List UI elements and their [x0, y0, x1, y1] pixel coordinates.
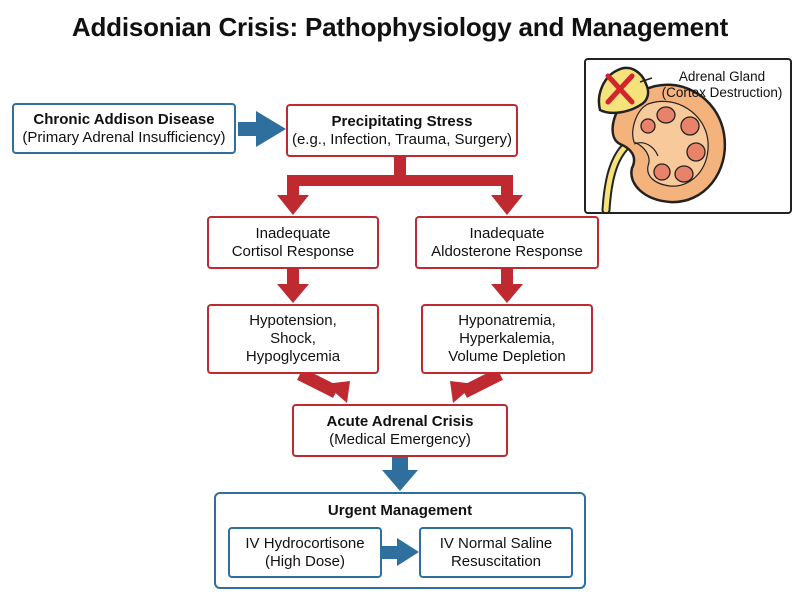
saline-line1: IV Normal Saline	[439, 534, 553, 552]
inset-adrenal-illustration: Adrenal Gland (Cortex Destruction)	[584, 58, 792, 214]
arrow-cortisol-effects-to-crisis	[297, 368, 350, 403]
arrow-stress-split	[277, 155, 523, 215]
aldosterone-effects-line1: Hyponatremia,	[458, 312, 556, 329]
hydrocortisone-line2: (High Dose)	[264, 552, 346, 570]
crisis-sub: (Medical Emergency)	[329, 430, 471, 448]
stress-sub: (e.g., Infection, Trauma, Surgery)	[291, 130, 513, 148]
cortisol-effects-line3: Hypoglycemia	[245, 348, 341, 365]
cortisol-line1: Inadequate	[255, 224, 331, 242]
box-aldosterone-effects: Hyponatremia, Hyperkalemia, Volume Deple…	[421, 304, 593, 374]
chronic-heading: Chronic Addison Disease	[33, 110, 215, 128]
cortisol-line2: Cortisol Response	[231, 242, 355, 260]
hydrocortisone-line1: IV Hydrocortisone	[245, 534, 365, 552]
kidney-icon	[611, 83, 727, 204]
box-precipitating-stress: Precipitating Stress (e.g., Infection, T…	[286, 104, 518, 157]
aldosterone-effects-line2: Hyperkalemia,	[459, 330, 555, 347]
cortisol-effects-line1: Hypotension,	[249, 312, 337, 329]
adrenal-label-line1: Adrenal Gland	[678, 69, 766, 84]
box-chronic-addison: Chronic Addison Disease (Primary Adrenal…	[12, 103, 236, 154]
aldosterone-line1: Inadequate	[469, 224, 545, 242]
chronic-sub: (Primary Adrenal Insufficiency)	[22, 128, 226, 146]
page-title: Addisonian Crisis: Pathophysiology and M…	[71, 12, 729, 42]
management-heading: Urgent Management	[327, 502, 473, 519]
adrenal-kidney-illustration	[597, 66, 727, 212]
stress-heading: Precipitating Stress	[331, 112, 473, 130]
box-iv-hydrocortisone: IV Hydrocortisone (High Dose)	[228, 527, 382, 578]
ureter-icon	[601, 141, 631, 212]
label-leader-line	[639, 77, 653, 83]
box-cortisol-response: Inadequate Cortisol Response	[207, 216, 379, 269]
box-urgent-management: Urgent Management	[214, 492, 586, 589]
cortisol-effects-line2: Shock,	[270, 330, 316, 347]
arrow-crisis-to-management	[382, 456, 418, 491]
arrow-cortisol-to-effects	[277, 268, 309, 303]
box-aldosterone-response: Inadequate Aldosterone Response	[415, 216, 599, 269]
arrow-aldosterone-effects-to-crisis	[450, 368, 503, 403]
aldosterone-effects-line3: Volume Depletion	[448, 348, 566, 365]
box-iv-saline: IV Normal Saline Resuscitation	[419, 527, 573, 578]
adrenal-label: Adrenal Gland (Cortex Destruction)	[652, 69, 792, 101]
arrow-hydrocortisone-to-saline	[381, 538, 419, 566]
box-acute-crisis: Acute Adrenal Crisis (Medical Emergency)	[292, 404, 508, 457]
aldosterone-line2: Aldosterone Response	[431, 242, 583, 260]
arrow-chronic-to-stress	[238, 111, 286, 147]
adrenal-label-line2: (Cortex Destruction)	[661, 85, 783, 100]
saline-line2: Resuscitation	[450, 552, 542, 570]
box-cortisol-effects: Hypotension, Shock, Hypoglycemia	[207, 304, 379, 374]
crisis-heading: Acute Adrenal Crisis	[326, 412, 474, 430]
destruction-x-icon	[605, 73, 635, 105]
arrow-aldosterone-to-effects	[491, 268, 523, 303]
